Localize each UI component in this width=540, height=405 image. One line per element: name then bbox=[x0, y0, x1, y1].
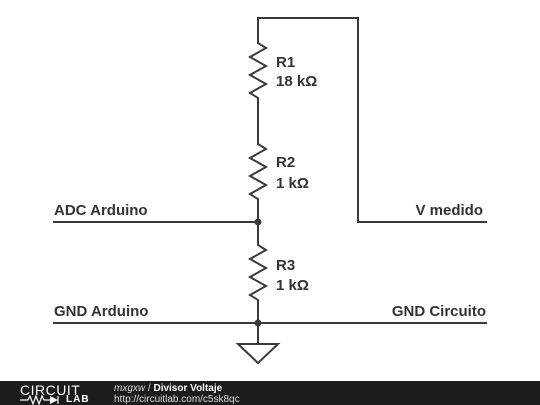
logo-bottom-row: LAB bbox=[20, 394, 100, 405]
r2-label: R2 bbox=[276, 154, 295, 171]
logo-resistor-icon bbox=[20, 395, 59, 405]
circuit-title[interactable]: Divisor Voltaje bbox=[153, 383, 223, 394]
label-adc-arduino: ADC Arduino bbox=[54, 202, 148, 219]
r2-value: 1 kΩ bbox=[276, 175, 309, 192]
r3-label: R3 bbox=[276, 257, 295, 274]
logo-text-bottom: LAB bbox=[66, 394, 90, 405]
circuitlab-logo[interactable]: CIRCUIT LAB bbox=[20, 383, 100, 405]
ground-icon bbox=[235, 343, 281, 365]
wire-top-loop bbox=[257, 17, 487, 223]
circuit-url[interactable]: http://circuitlab.com/c5sk8qc bbox=[114, 394, 240, 405]
logo-text-top: CIRCUIT bbox=[20, 382, 81, 398]
circuit-schematic: R1 18 kΩ R2 1 kΩ R3 1 kΩ ADC Arduino V m… bbox=[53, 17, 487, 365]
label-gnd-arduino: GND Arduino bbox=[54, 303, 148, 320]
resistor-r1 bbox=[247, 41, 269, 101]
resistor-r3 bbox=[247, 243, 269, 303]
resistor-r2 bbox=[247, 142, 269, 202]
junction-adc bbox=[254, 218, 262, 226]
footer-bar: CIRCUIT LAB mxgxw / Divisor Voltaje http… bbox=[0, 381, 540, 405]
r1-value: 18 kΩ bbox=[276, 73, 317, 90]
path-separator: / bbox=[145, 383, 154, 394]
r1-label: R1 bbox=[276, 54, 295, 71]
label-v-medido: V medido bbox=[415, 202, 483, 219]
label-gnd-circuito: GND Circuito bbox=[392, 303, 486, 320]
footer-meta: mxgxw / Divisor Voltaje http://circuitla… bbox=[114, 383, 240, 405]
r3-value: 1 kΩ bbox=[276, 277, 309, 294]
junction-gnd bbox=[254, 319, 262, 327]
author-name[interactable]: mxgxw bbox=[114, 383, 146, 394]
